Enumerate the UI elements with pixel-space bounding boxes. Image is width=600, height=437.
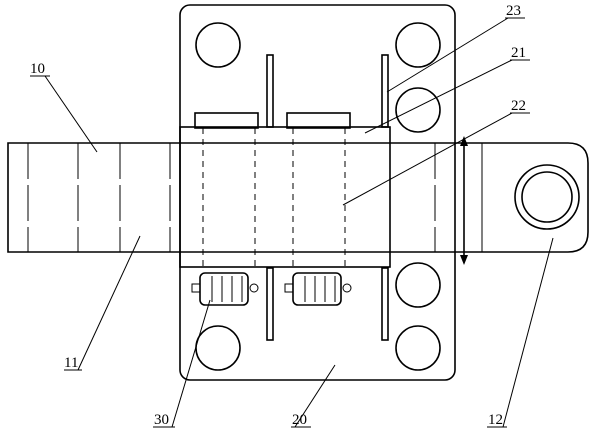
label-23: 23 [506,3,521,19]
drive-motor-right [284,272,352,306]
clamp-block-right-top [286,112,351,129]
end-ring-outer [514,164,580,230]
guide-rail-left-top [266,54,274,128]
label-11: 11 [64,355,78,371]
label-22: 22 [511,98,526,114]
hole-bottom-right [395,325,441,371]
label-12: 12 [488,412,503,428]
hole-top-right [395,22,441,68]
dimension-arrow [460,136,468,265]
hole-bottom-left [195,325,241,371]
label-10: 10 [30,61,45,77]
label-30: 30 [154,412,169,428]
label-21: 21 [511,45,526,61]
guide-rail-right-bottom [381,267,389,341]
label-20: 20 [292,412,307,428]
rollers [202,128,346,267]
drive-motor-left [191,272,259,306]
guide-rail-left-bottom [266,267,274,341]
clamp-block-left-top [194,112,259,129]
guide-rail-right-top [381,54,389,128]
clamp-frame [179,126,391,268]
leader-lines [30,17,554,428]
hole-mid-right-lower [395,262,441,308]
hole-top-left [195,22,241,68]
end-ring-inner [521,171,573,223]
bar-segment-marks [27,143,483,252]
base-plate [179,4,456,381]
main-bar [7,142,589,253]
hole-mid-right-upper [395,87,441,133]
